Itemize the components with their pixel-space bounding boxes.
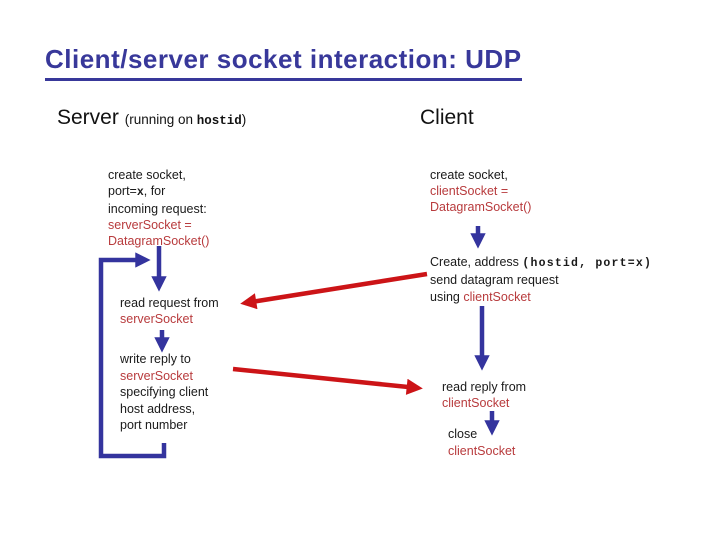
client-address-block: Create, address (hostid, port=x) send da… — [430, 254, 652, 306]
code-line: clientSocket — [442, 396, 510, 410]
code-line: DatagramSocket() — [430, 200, 532, 214]
hostid-code: hostid — [196, 114, 242, 128]
page-title: Client/server socket interaction: UDP — [45, 44, 522, 81]
server-write-block: write reply to serverSocket specifying c… — [120, 351, 208, 434]
text-line: read request from — [120, 296, 219, 310]
code-line: clientSocket = — [430, 184, 509, 198]
code-line: DatagramSocket() — [108, 234, 210, 248]
client-read-block: read reply from clientSocket — [442, 379, 526, 411]
client-close-block: close clientSocket — [448, 426, 515, 460]
code-line: clientSocket — [448, 444, 516, 458]
text-line: close — [448, 427, 478, 441]
text-line: host address, — [120, 401, 196, 416]
text-line: port=x, for — [108, 184, 166, 199]
server-heading: Server (running on hostid) — [57, 106, 246, 130]
text-line: create socket, — [430, 168, 508, 182]
text-line: specifying client — [120, 385, 209, 399]
code-line: serverSocket = — [108, 218, 192, 232]
text-line: create socket, — [108, 168, 186, 182]
client-heading: Client — [420, 106, 474, 129]
text-line: port number — [120, 418, 188, 432]
text-line: write reply to — [120, 352, 191, 366]
code-line: serverSocket — [120, 368, 193, 383]
server-create-block: create socket, port=x, for incoming requ… — [108, 167, 209, 249]
server-heading-note: (running on hostid) — [124, 112, 247, 128]
text-line: Create, address (hostid, port=x) — [430, 255, 653, 270]
text-line: using clientSocket — [430, 290, 531, 304]
text-line: incoming request: — [108, 202, 207, 216]
reply-message-arrow — [232, 366, 423, 395]
client-create-block: create socket, clientSocket = DatagramSo… — [430, 167, 531, 215]
server-read-block: read request from serverSocket — [120, 295, 219, 327]
request-message-arrow — [240, 271, 428, 310]
server-heading-label: Server — [57, 106, 119, 129]
text-line: send datagram request — [430, 273, 559, 287]
code-inline: clientSocket — [463, 290, 531, 304]
code-line: serverSocket — [120, 312, 193, 326]
text-line: read reply from — [442, 380, 527, 394]
